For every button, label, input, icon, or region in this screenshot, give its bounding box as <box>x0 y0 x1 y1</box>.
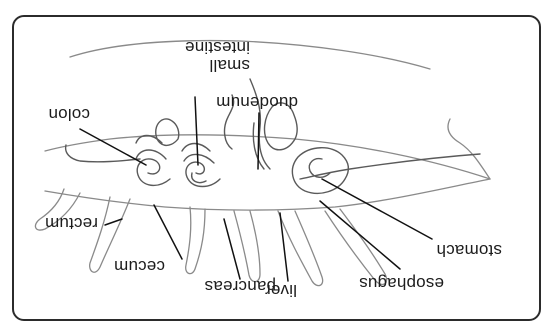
label-stomach: stomach <box>436 241 502 259</box>
label-small-intestine-line2: intestine <box>185 38 250 56</box>
leader-esophagus <box>320 201 400 269</box>
rib-4 <box>186 207 205 274</box>
leader-cecum <box>154 205 182 259</box>
small-intestine-shape <box>182 144 220 187</box>
label-colon: colon <box>48 105 90 123</box>
label-liver: liver <box>265 281 297 299</box>
label-cecum: cecum <box>114 257 165 275</box>
leader-pancreas <box>224 219 240 279</box>
neck-outline <box>448 119 490 179</box>
belly-outline <box>70 41 430 69</box>
colon-shape <box>136 136 170 186</box>
label-duodenum: duodenum <box>216 93 298 111</box>
label-small-intestine: small intestine <box>185 38 250 74</box>
label-rectum: rectum <box>45 214 98 232</box>
cecum-shape <box>156 119 179 145</box>
leader-colon <box>80 129 146 165</box>
label-esophagus: esophagus <box>359 274 444 292</box>
label-small-intestine-line1: small <box>185 56 250 74</box>
rectum-shape <box>66 145 140 162</box>
spine-outline <box>45 179 490 210</box>
leader-liver <box>280 213 288 281</box>
leader-duodenum <box>258 113 259 169</box>
